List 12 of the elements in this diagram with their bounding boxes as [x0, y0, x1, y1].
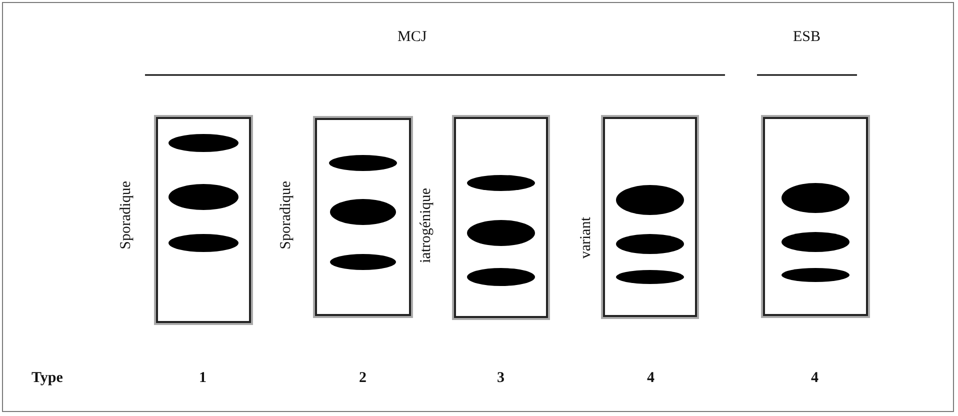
type-number: 1	[199, 370, 206, 386]
group-label: ESB	[793, 28, 821, 46]
lane-label: iatrogénique	[418, 188, 434, 262]
type-number: 2	[359, 370, 366, 386]
type-number: 4	[647, 370, 654, 386]
lane-label: Sporadique	[278, 181, 294, 250]
group-label: MCJ	[398, 28, 427, 46]
lane-label: variant	[578, 217, 594, 259]
row-label: Type	[32, 370, 63, 386]
type-number: 4	[811, 370, 818, 386]
lane-label: Sporadique	[118, 181, 134, 250]
type-number: 3	[497, 370, 504, 386]
